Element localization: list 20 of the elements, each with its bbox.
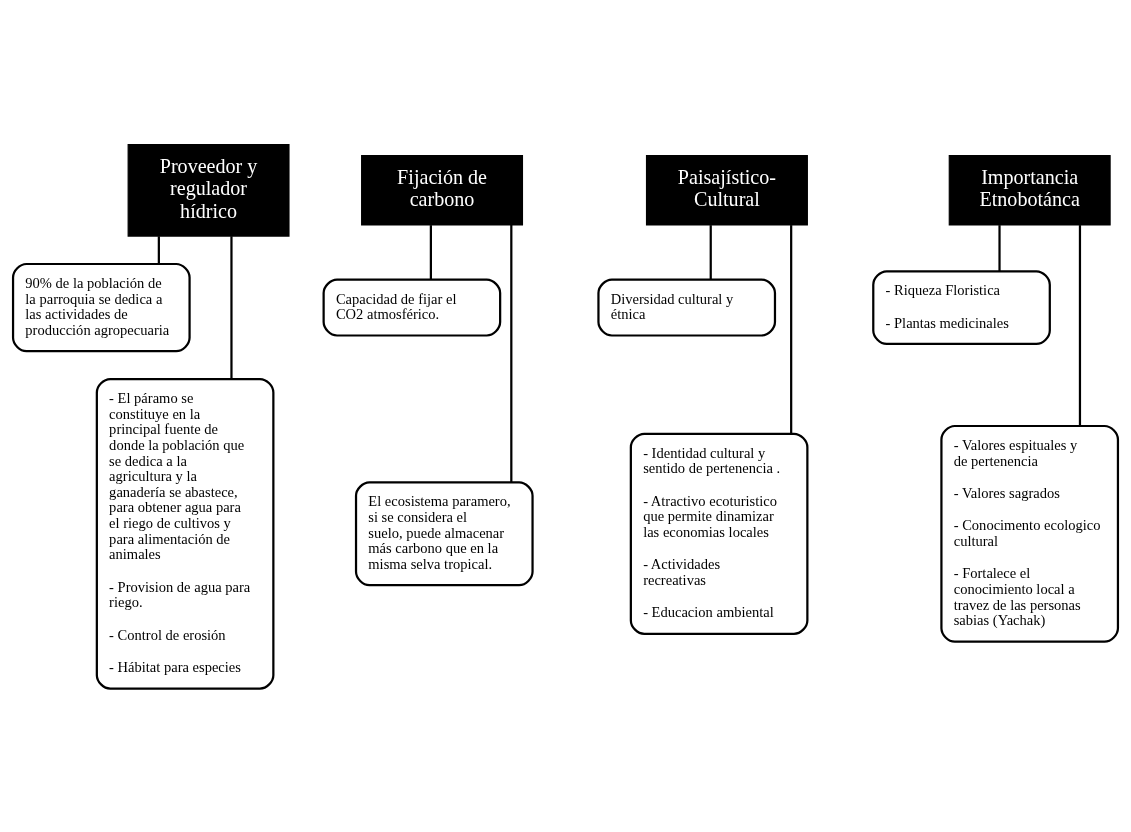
connector <box>230 235 233 379</box>
node-box: - El páramo se constituye en la principal fuente de donde la población que se dedica a la agricultura y la ganadería se abastece, para obtener agua para el riego de cultivos y para alimentación de animales - Provision de agua para riego. - Control de erosión - Hábitat para especies <box>95 377 275 690</box>
node-box: El ecosistema paramero, si se considera el suelo, puede almacenar más carbono que en la misma selva tropical. <box>354 480 534 586</box>
node-box: Diversidad cultural y étnica <box>597 278 777 337</box>
node-box: - Riqueza Floristica - Plantas medicinales <box>872 269 1051 345</box>
node-box: 90% de la población de la parroquia se dedica a las actividades de producción agropecuaria <box>11 262 191 352</box>
connector <box>709 224 712 279</box>
connector <box>1078 224 1082 426</box>
node-box: Fijación de carbono <box>361 154 524 225</box>
node-box: Proveedor y regulador hídrico <box>127 143 290 237</box>
connector <box>157 235 160 264</box>
connector <box>510 224 513 482</box>
node-box: Importancia Etnobotánca <box>948 154 1111 225</box>
connector <box>998 224 1001 271</box>
node-box: Capacidad de fijar el CO2 atmosférico. <box>322 278 502 337</box>
node-box: - Valores espituales y de pertenencia - Valores sagrados - Conocimento ecologico cultural - Fortalece el conocimiento local a travez de las personas sabias (Yachak) <box>940 424 1120 643</box>
node-box: - Identidad cultural y sentido de pertenencia . - Atractivo ecoturistico que permite dinamizar las economias locales - Actividades recreativas - Educacion ambiental <box>629 432 809 635</box>
connector <box>790 224 793 433</box>
connector <box>429 224 432 279</box>
node-box: Paisajístico-Cultural <box>645 154 808 225</box>
